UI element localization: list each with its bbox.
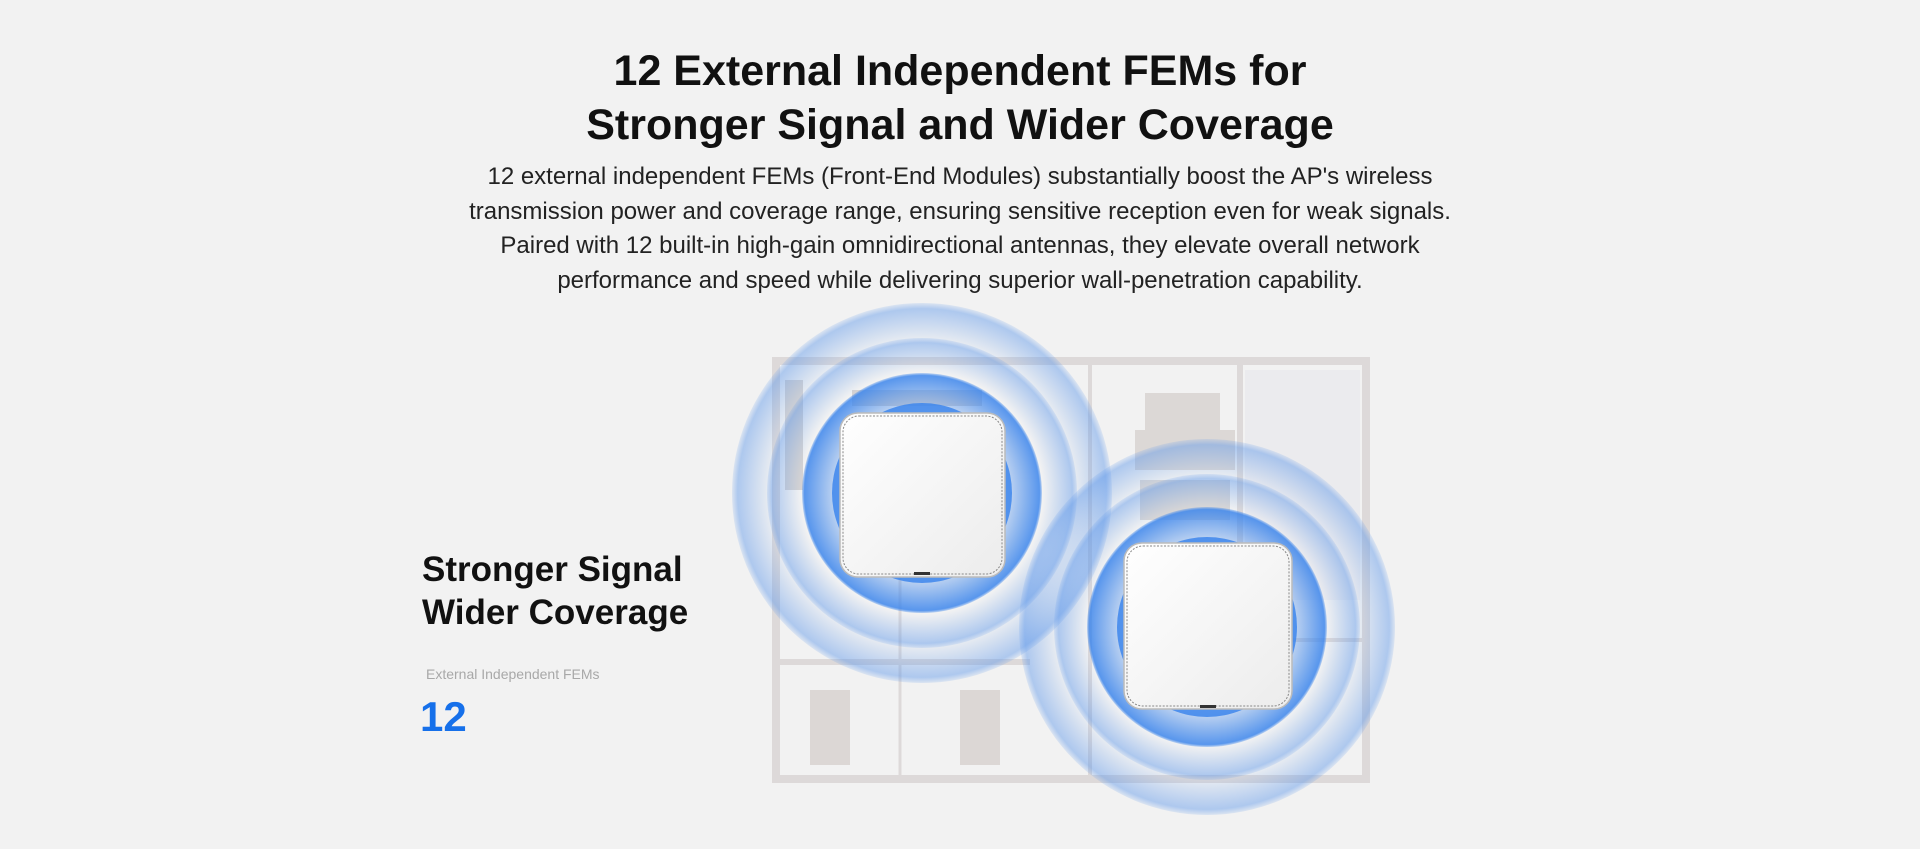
feature-title: Stronger Signal Wider Coverage (422, 548, 688, 634)
feature-title-line-1: Stronger Signal (422, 550, 683, 589)
page-title: 12 External Independent FEMs for Stronge… (0, 44, 1920, 152)
description-line: Paired with 12 built-in high-gain omnidi… (500, 232, 1420, 259)
title-line-1: 12 External Independent FEMs for (613, 47, 1307, 95)
access-point-2 (1123, 542, 1293, 710)
description-line: performance and speed while delivering s… (557, 266, 1363, 294)
title-line-2: Stronger Signal and Wider Coverage (586, 101, 1334, 149)
stat-label: External Independent FEMs (426, 666, 600, 682)
stat-value: 12 (420, 693, 467, 740)
feature-title-line-2: Wider Coverage (422, 593, 689, 632)
description-line: 12 external independent FEMs (Front-End … (487, 163, 1433, 190)
description-line: transmission power and coverage range, e… (469, 197, 1451, 225)
page-description: 12 external independent FEMs (Front-End … (0, 160, 1920, 298)
access-point-1 (839, 412, 1006, 578)
